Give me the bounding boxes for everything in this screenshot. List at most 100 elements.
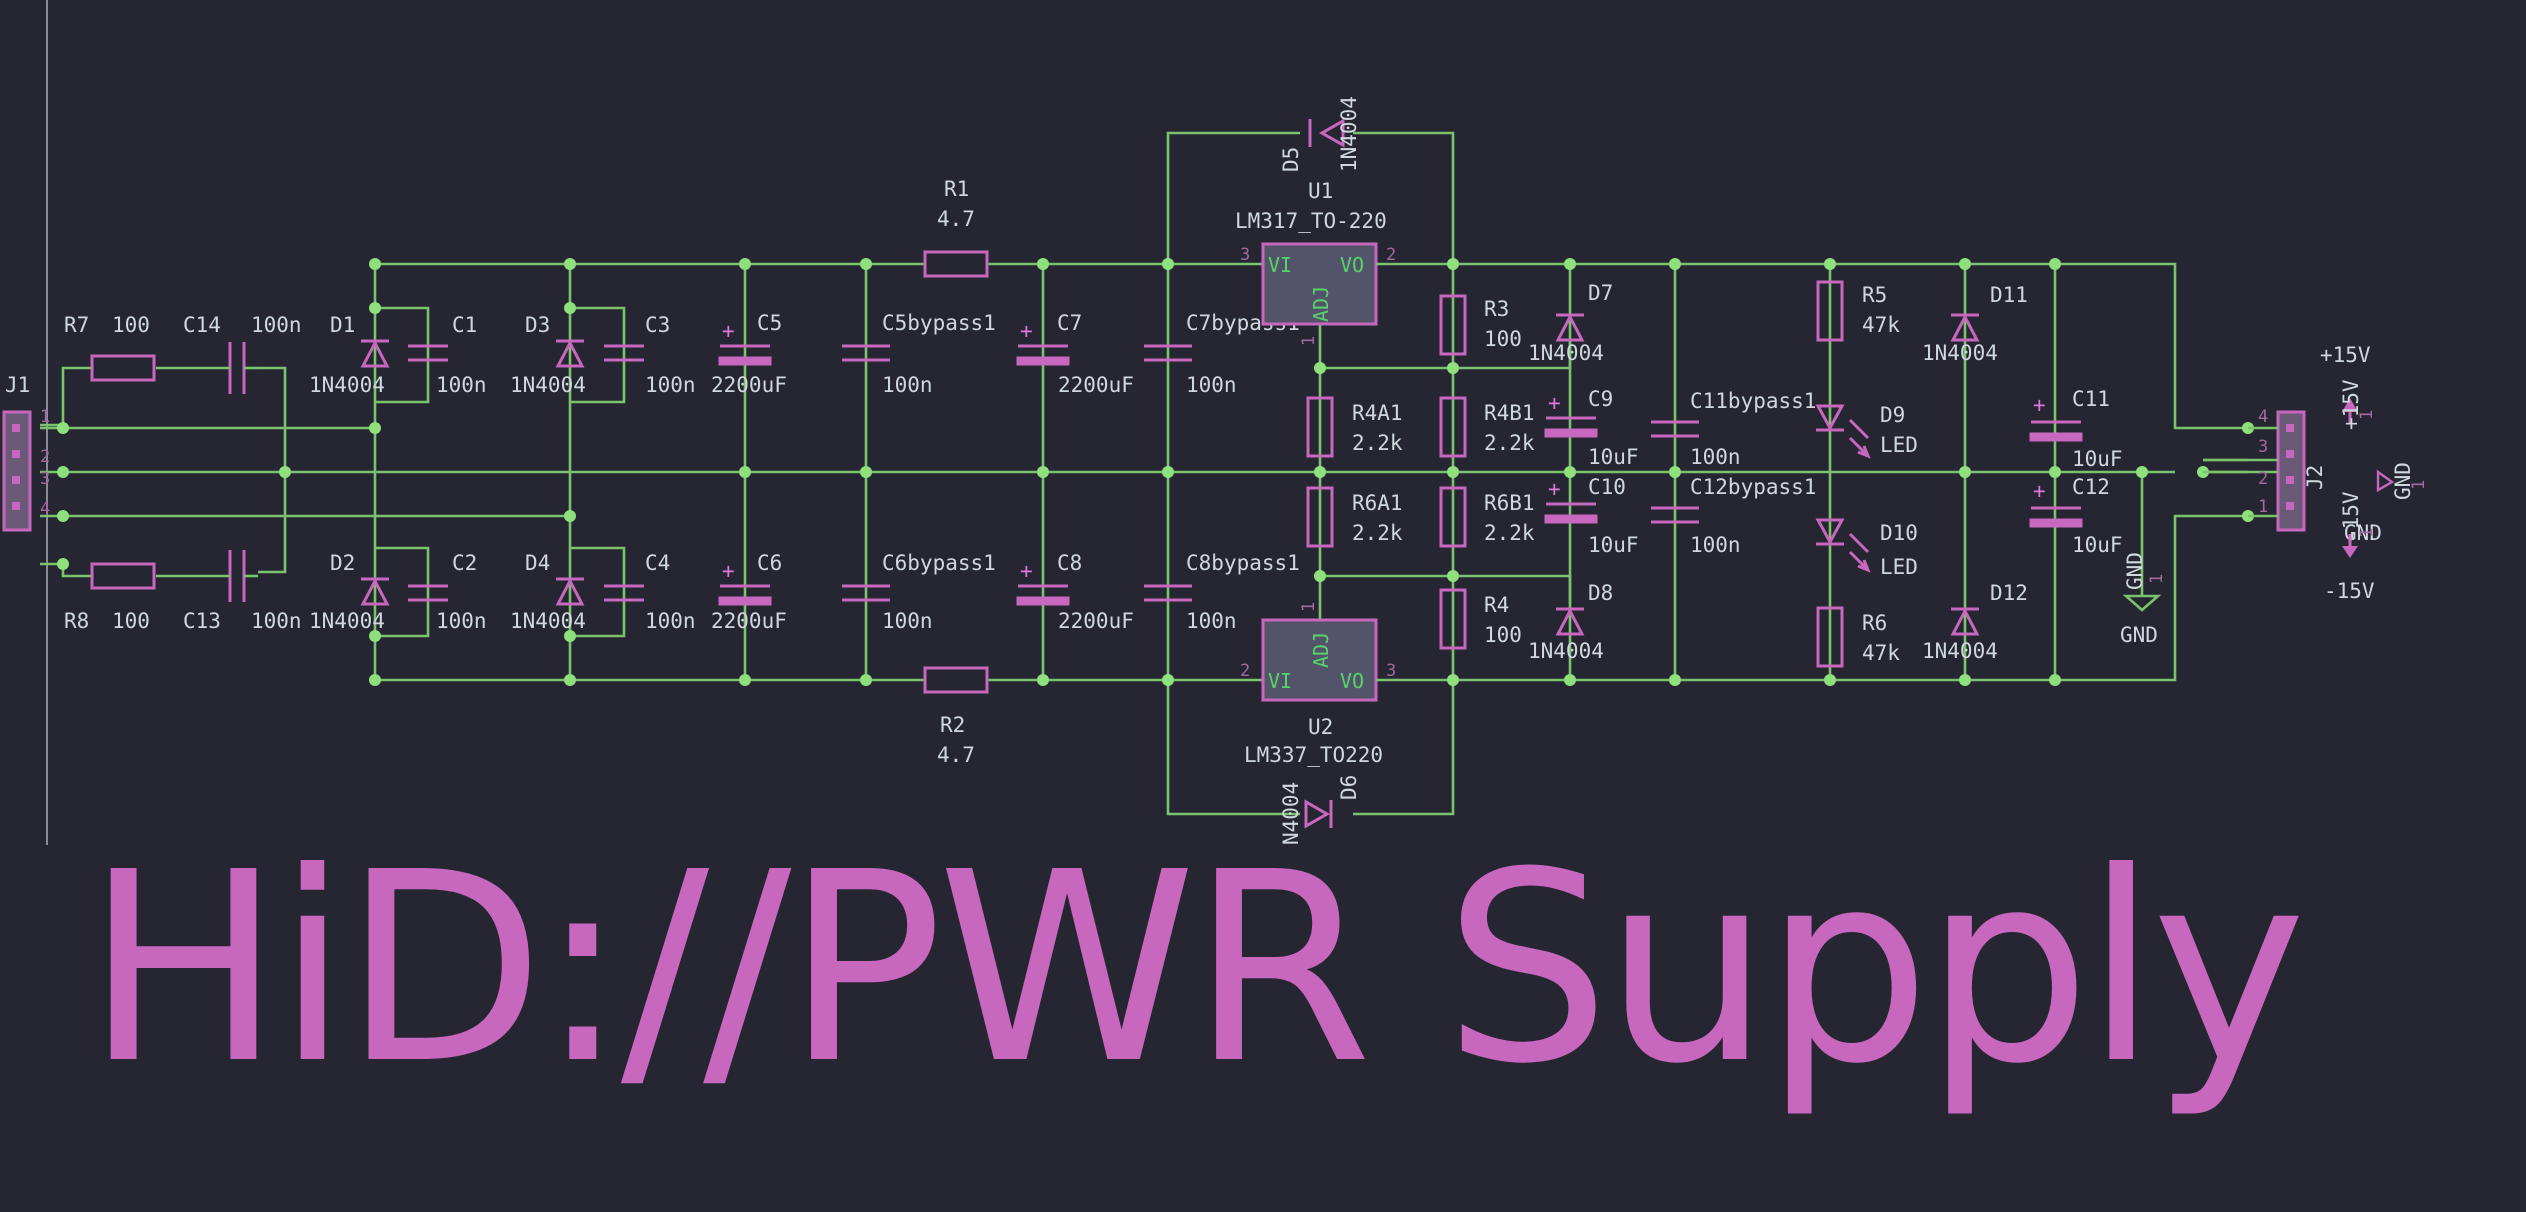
capacitor-c4[interactable]: C4 100n xyxy=(604,551,696,633)
capacitor-c8bypass1[interactable]: C8bypass1 100n xyxy=(1144,551,1300,633)
connector-j2[interactable]: 4 3 2 1 J2 xyxy=(2203,407,2327,532)
r4b1-ref: R4B1 xyxy=(1484,401,1535,425)
resistor-r4[interactable]: R4 100 xyxy=(1439,588,1522,650)
diode-d7[interactable]: D7 1N4004 xyxy=(1528,281,1613,365)
c5b-value: 100n xyxy=(882,373,933,397)
c8b-value: 100n xyxy=(1186,609,1237,633)
diode-d2[interactable]: D2 1N4004 xyxy=(309,551,390,633)
power-symbol-neg[interactable]: -15V 1 -15V xyxy=(2324,491,2377,603)
c11-ref: C11 xyxy=(2072,387,2110,411)
r6a1-value: 2.2k xyxy=(1352,521,1403,545)
resistor-r3[interactable]: R3 100 xyxy=(1439,294,1522,356)
c12-value: 10uF xyxy=(2072,533,2123,557)
capacitor-c3[interactable]: C3 100n xyxy=(604,313,696,397)
d10-value: LED xyxy=(1880,555,1918,579)
r8-value: 100 xyxy=(112,609,150,633)
diode-d8[interactable]: D8 1N4004 xyxy=(1528,581,1613,663)
led-d9[interactable]: D9 LED xyxy=(1815,403,1918,459)
u2-ref: U2 xyxy=(1308,715,1333,739)
d5-value: 1N4004 xyxy=(1337,96,1361,172)
resistor-r4b1[interactable]: R4B1 2.2k xyxy=(1439,396,1535,458)
gnd-out-pin: 1 xyxy=(2409,480,2429,490)
d8-value: 1N4004 xyxy=(1528,639,1604,663)
capacitor-c14[interactable]: C14 100n xyxy=(183,313,302,394)
resistor-r4a1[interactable]: R4A1 2.2k xyxy=(1306,396,1403,458)
u1-pin-num-adj: 1 xyxy=(1299,336,1319,346)
diode-d11[interactable]: D11 1N4004 xyxy=(1922,283,2028,365)
resistor-r7[interactable]: R7 100 xyxy=(64,313,156,382)
u1-pin-num-out: 2 xyxy=(1386,245,1396,265)
resistor-r8[interactable]: R8 100 xyxy=(64,562,156,633)
resistor-r5[interactable]: R5 47k xyxy=(1816,280,1900,342)
capacitor-c13[interactable]: C13 100n xyxy=(183,550,302,633)
capacitor-c7[interactable]: + C7 2200uF xyxy=(1016,311,1134,397)
c14-ref: C14 xyxy=(183,313,221,337)
regulator-u2[interactable]: VI VO ADJ 2 3 1 U2 LM337_TO220 xyxy=(1240,602,1396,767)
capacitor-c6bypass1[interactable]: C6bypass1 100n xyxy=(842,551,996,633)
led-d10[interactable]: D10 LED xyxy=(1815,518,1918,579)
diode-d3[interactable]: D3 1N4004 xyxy=(510,313,586,397)
j2-pin-1: 1 xyxy=(2258,497,2268,517)
d4-value: 1N4004 xyxy=(510,609,586,633)
resistor-r1[interactable]: R1 4.7 xyxy=(923,177,989,278)
diode-d12[interactable]: D12 1N4004 xyxy=(1922,581,2028,663)
r3-ref: R3 xyxy=(1484,297,1509,321)
capacitor-c6[interactable]: + C6 2200uF xyxy=(711,551,787,633)
diode-d5[interactable]: D5 1N4004 xyxy=(1279,96,1361,172)
j1-ref: J1 xyxy=(5,373,30,397)
u1-pin-adj: ADJ xyxy=(1309,286,1333,322)
d4-ref: D4 xyxy=(525,551,550,575)
u2-value: LM337_TO220 xyxy=(1244,743,1383,767)
capacitor-c9[interactable]: + C9 10uF xyxy=(1544,387,1639,469)
power-symbol-pos[interactable]: +15V 1 +15V xyxy=(2320,343,2377,430)
c10-ref: C10 xyxy=(1588,475,1626,499)
capacitor-c1[interactable]: C1 100n xyxy=(408,313,487,397)
c6-plus: + xyxy=(722,559,735,583)
c5-ref: C5 xyxy=(757,311,782,335)
c6b-ref: C6bypass1 xyxy=(882,551,996,575)
gnd-mid-pin: 1 xyxy=(2147,574,2167,584)
capacitor-c12bypass1[interactable]: C12bypass1 100n xyxy=(1651,475,1816,557)
capacitor-c5[interactable]: + C5 2200uF xyxy=(711,311,787,397)
resistor-r6b1[interactable]: R6B1 2.2k xyxy=(1439,486,1535,548)
resistor-r2[interactable]: R2 4.7 xyxy=(923,666,989,767)
capacitor-c10[interactable]: + C10 10uF xyxy=(1544,475,1639,557)
u1-ref: U1 xyxy=(1308,179,1333,203)
c13-value: 100n xyxy=(251,609,302,633)
d11-ref: D11 xyxy=(1990,283,2028,307)
u2-pin-num-adj: 1 xyxy=(1299,602,1319,612)
capacitor-c11[interactable]: + C11 10uF xyxy=(2029,387,2123,471)
regulator-u1[interactable]: VI VO ADJ 3 2 1 U1 LM317_TO-220 xyxy=(1235,179,1396,346)
u2-pin-out: VO xyxy=(1340,669,1364,693)
capacitor-c2[interactable]: C2 100n xyxy=(408,551,487,633)
diode-d1[interactable]: D1 1N4004 xyxy=(309,313,390,397)
resistor-r6a1[interactable]: R6A1 2.2k xyxy=(1306,486,1403,548)
j2-pin-4: 4 xyxy=(2258,407,2268,427)
c8-value: 2200uF xyxy=(1058,609,1134,633)
r4a1-value: 2.2k xyxy=(1352,431,1403,455)
c13-ref: C13 xyxy=(183,609,221,633)
c11-value: 10uF xyxy=(2072,447,2123,471)
diode-d6[interactable]: N4004 D6 xyxy=(1279,775,1361,845)
u1-pin-in: VI xyxy=(1268,253,1292,277)
u1-value: LM317_TO-220 xyxy=(1235,209,1387,233)
r6-ref: R6 xyxy=(1862,611,1887,635)
capacitor-c12[interactable]: + C12 10uF xyxy=(2029,475,2123,557)
capacitor-c5bypass1[interactable]: C5bypass1 100n xyxy=(842,311,996,397)
u2-pin-num-out: 3 xyxy=(1386,661,1396,681)
r1-value: 4.7 xyxy=(937,207,975,231)
d2-value: 1N4004 xyxy=(309,609,385,633)
connector-j1[interactable]: J1 1 2 3 4 xyxy=(2,373,50,532)
c4-value: 100n xyxy=(645,609,696,633)
j1-pin-2: 2 xyxy=(40,447,50,467)
r6b1-ref: R6B1 xyxy=(1484,491,1535,515)
c14-value: 100n xyxy=(251,313,302,337)
capacitor-c11bypass1[interactable]: C11bypass1 100n xyxy=(1651,389,1816,469)
diode-d4[interactable]: D4 1N4004 xyxy=(510,551,586,633)
capacitor-c8[interactable]: + C8 2200uF xyxy=(1016,551,1134,633)
d12-ref: D12 xyxy=(1990,581,2028,605)
resistor-r6[interactable]: R6 47k xyxy=(1816,606,1900,668)
r8-ref: R8 xyxy=(64,609,89,633)
gnd-symbol-mid[interactable]: GND 1 GND xyxy=(2120,552,2167,647)
